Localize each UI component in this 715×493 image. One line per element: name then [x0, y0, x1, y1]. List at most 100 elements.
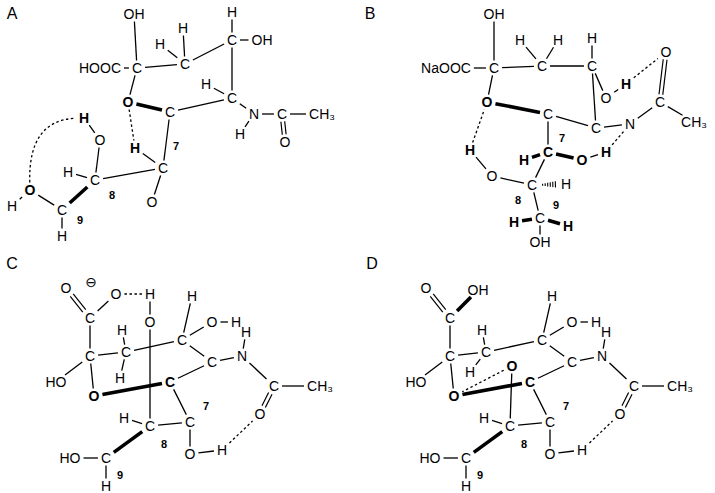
bond-stroke [589, 421, 612, 443]
bond-stroke [98, 353, 118, 355]
bond-line [622, 392, 632, 407]
bond-line [132, 420, 142, 423]
atom-label: H [479, 411, 489, 425]
bond-line [540, 226, 541, 235]
bond-stroke [190, 327, 204, 335]
atom-label: H [117, 323, 127, 337]
bond-stroke [493, 22, 494, 61]
atom-label: H [57, 229, 67, 243]
locant-number: 9 [553, 200, 559, 211]
bond-line [90, 326, 91, 349]
atom-label: C [527, 178, 537, 192]
atom-label: H [601, 145, 611, 159]
bond-stroke [61, 218, 62, 229]
bond-line [590, 155, 598, 158]
atom-label: H [201, 77, 211, 91]
atom-label: HO [406, 375, 427, 389]
bond-stroke [145, 65, 177, 68]
bond-line [103, 169, 155, 178]
bond-line [168, 50, 178, 58]
atom-label: C [101, 451, 111, 465]
atom-label: O [577, 153, 588, 167]
bond-line [550, 430, 551, 447]
bond-line [130, 75, 135, 94]
bond-stroke [539, 226, 540, 235]
bond-line [145, 65, 177, 68]
bond-stroke [96, 147, 99, 172]
atom-label: HO [60, 451, 81, 465]
atom-label: O [421, 281, 432, 295]
atom-label: H [553, 33, 563, 47]
atom-label: H [561, 177, 571, 191]
bond-line [462, 383, 522, 394]
bond-stroke [538, 366, 564, 378]
bond-stroke [198, 451, 214, 453]
bond-stroke [545, 183, 546, 186]
locant-number: 7 [203, 401, 209, 412]
bond-stroke [193, 44, 224, 60]
bond-stroke [425, 362, 442, 375]
bond-stroke [143, 154, 155, 163]
bond-line [98, 353, 118, 355]
atom-label: H [465, 365, 475, 379]
bond-stroke [285, 121, 286, 134]
bond-line [476, 359, 481, 365]
panel-letter: C [6, 256, 18, 272]
bond-line [536, 159, 545, 177]
atom-label: H [515, 33, 525, 47]
atom-label: C [57, 203, 67, 217]
bond-stroke [73, 294, 86, 310]
bond-line [502, 66, 534, 67]
bond-line [603, 339, 605, 348]
atom-label: H [477, 323, 487, 337]
atom-label: C [543, 107, 553, 121]
atom-label: H [577, 443, 587, 457]
bond-line [89, 125, 95, 133]
bond-line [548, 220, 560, 223]
atom-label: C [177, 333, 187, 347]
bond-line [546, 47, 553, 58]
bond-line [124, 294, 141, 295]
bond-stroke [522, 219, 532, 221]
bond-line [184, 303, 191, 332]
atom-label: H [465, 143, 475, 157]
bond-line [534, 192, 538, 210]
locant-number: 8 [109, 190, 115, 201]
bond-line [558, 451, 574, 453]
bond-stroke [190, 346, 204, 357]
bond-stroke [70, 187, 88, 203]
atom-label: C [505, 419, 515, 433]
atom-label: C [537, 59, 547, 73]
bond-stroke [550, 346, 564, 357]
atom-label: H [155, 37, 165, 51]
atom-label: C [277, 107, 287, 121]
atom-label: C [481, 345, 491, 359]
bond-stroke [220, 321, 227, 322]
atom-label: C [180, 57, 190, 71]
bond-line [592, 73, 595, 120]
bond-stroke [546, 47, 553, 58]
bond-line [243, 339, 245, 348]
bond-line [91, 363, 94, 388]
bond-line [174, 389, 187, 414]
bond-stroke [580, 358, 594, 361]
atom-label: O [61, 281, 72, 295]
atom-label: O [615, 407, 626, 421]
bond-line [544, 303, 551, 332]
bond-stroke [249, 363, 266, 379]
bond-line [638, 108, 652, 119]
bond-line [510, 373, 512, 418]
atom-label: O [255, 407, 266, 421]
bond-stroke [243, 339, 245, 348]
bond-stroke [184, 303, 191, 332]
bond-stroke [282, 385, 304, 386]
atom-label: O [25, 183, 36, 197]
bond-stroke [84, 457, 98, 458]
bond-stroke [590, 155, 598, 158]
bond-line [123, 337, 124, 344]
atom-label: H [63, 165, 73, 179]
bond-line [38, 195, 54, 205]
bond-line [604, 125, 622, 127]
bond-stroke [229, 421, 252, 443]
